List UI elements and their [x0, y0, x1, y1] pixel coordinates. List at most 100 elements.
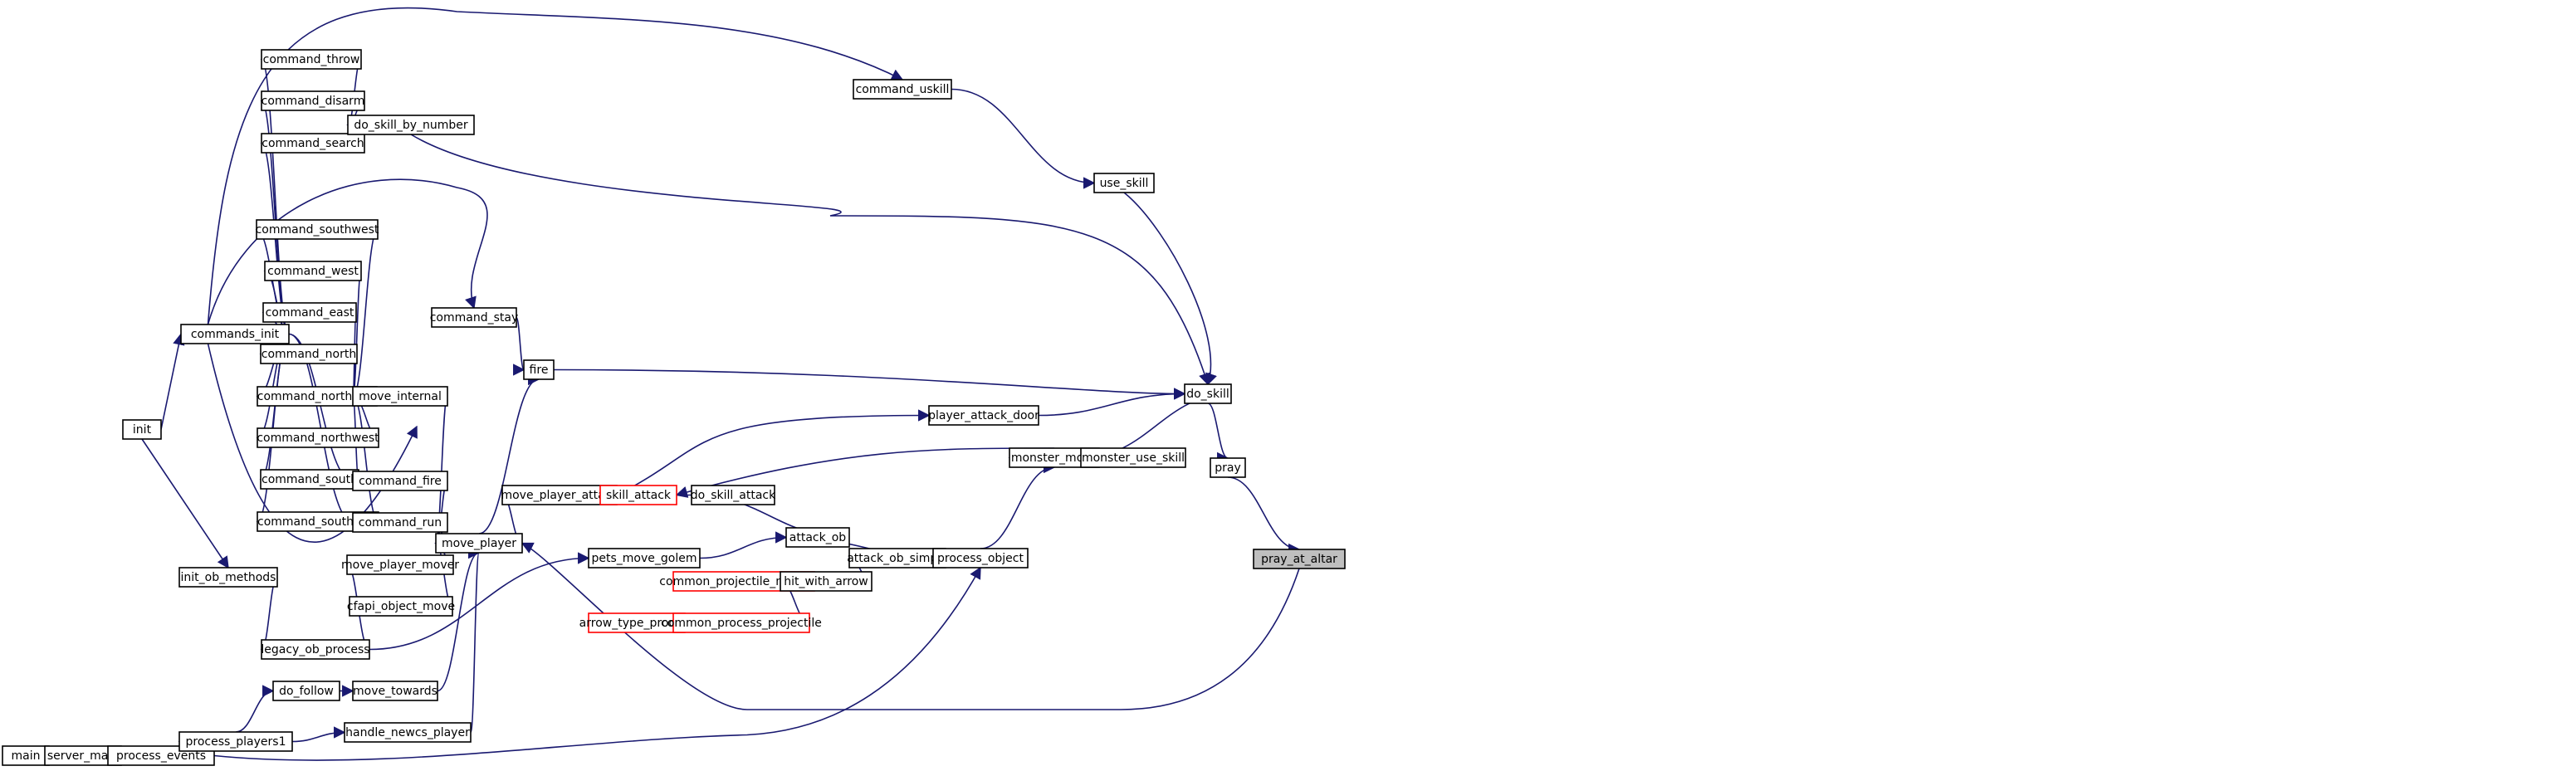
- edge-init-ob-methods-to-legacy-ob-process: [260, 576, 278, 656]
- node-label: skill_attack: [606, 489, 672, 502]
- node-fire[interactable]: fire: [523, 359, 555, 380]
- node-label: attack_ob_simple: [847, 552, 948, 565]
- edge-move-player-attack-to-player-attack-door: [616, 409, 931, 496]
- node-label: pray_at_altar: [1261, 553, 1337, 566]
- node-move-player[interactable]: move_player: [435, 533, 523, 554]
- node-label: command_search: [262, 137, 364, 150]
- edge-command-stay-to-fire: [512, 316, 525, 376]
- node-do-skill[interactable]: do_skill: [1184, 383, 1232, 404]
- node-init[interactable]: init: [122, 419, 162, 440]
- node-label: command_disarm: [262, 95, 365, 108]
- node-label: command_fire: [359, 475, 442, 488]
- node-label: commands_init: [191, 328, 280, 341]
- node-command-northwest[interactable]: command_northwest: [257, 427, 379, 448]
- node-label: process_events: [116, 749, 206, 763]
- node-command-throw[interactable]: command_throw: [261, 49, 362, 70]
- edge-command-uskill-to-use-skill: [951, 88, 1096, 189]
- node-label: common_process_projectile: [661, 617, 822, 630]
- node-legacy-ob-process[interactable]: legacy_ob_process: [261, 639, 370, 660]
- node-label: cfapi_object_move: [347, 600, 455, 613]
- node-label: move_towards: [353, 685, 437, 698]
- node-command-southwest[interactable]: command_southwest: [256, 219, 379, 240]
- function-nodes: main server_mainprocess_eventsprocess_pla…: [2, 49, 1346, 766]
- node-label: do_follow: [279, 685, 334, 698]
- node-command-south[interactable]: command_south: [260, 469, 359, 490]
- node-process-object[interactable]: process_object: [932, 548, 1029, 568]
- edge-pray-to-pray-at-altar: [1227, 476, 1301, 556]
- node-label: move_player_mover: [341, 559, 459, 572]
- edge-player-attack-door-to-do-skill: [1038, 388, 1186, 417]
- node-init-ob-methods[interactable]: init_ob_methods: [178, 567, 278, 588]
- node-command-stay[interactable]: command_stay: [430, 307, 519, 328]
- node-label: process_object: [937, 552, 1024, 565]
- node-common-process-projectile[interactable]: common_process_projectile: [661, 612, 822, 633]
- edge-process-players1-to-do-follow: [235, 685, 275, 733]
- node-label: do_skill_by_number: [354, 119, 468, 132]
- node-label: main: [12, 749, 41, 763]
- node-attack-ob[interactable]: attack_ob: [785, 527, 850, 548]
- node-pray-at-altar[interactable]: pray_at_altar: [1253, 549, 1346, 569]
- node-pray[interactable]: pray: [1210, 457, 1246, 478]
- node-label: pray: [1215, 461, 1241, 475]
- node-label: fire: [530, 364, 549, 377]
- node-label: attack_ob: [789, 531, 847, 544]
- node-label: player_attack_door: [928, 409, 1039, 422]
- node-label: command_west: [267, 265, 359, 278]
- node-command-fire[interactable]: command_fire: [352, 471, 448, 491]
- node-command-run[interactable]: command_run: [352, 512, 448, 533]
- edge-monster-move-to-skill-attack: [675, 447, 1055, 498]
- edge-commands-init-to-command-stay: [207, 178, 488, 325]
- node-use-skill[interactable]: use_skill: [1093, 173, 1155, 193]
- node-command-northeast[interactable]: command_northeast: [257, 386, 378, 407]
- node-label: command_southeast: [257, 515, 379, 529]
- edge-legacy-ob-process-to-pets-move-golem: [369, 552, 590, 651]
- node-server-main[interactable]: server_main: [44, 745, 122, 766]
- node-skill-attack[interactable]: skill_attack: [599, 485, 677, 505]
- node-hit-with-arrow[interactable]: hit_with_arrow: [780, 571, 873, 592]
- edge-init-to-commands-init: [160, 333, 185, 430]
- node-process-players1[interactable]: process_players1: [178, 731, 293, 752]
- node-cfapi-object-move[interactable]: cfapi_object_move: [347, 596, 455, 617]
- node-command-east[interactable]: command_east: [262, 302, 357, 323]
- node-label: init_ob_methods: [181, 571, 276, 584]
- edge-init-to-init-ob-methods: [141, 438, 229, 569]
- node-handle-newcs-player[interactable]: handle_newcs_player: [344, 722, 472, 743]
- node-label: do_skill: [1186, 388, 1229, 401]
- node-attack-ob-simple[interactable]: attack_ob_simple: [847, 548, 948, 568]
- node-command-north[interactable]: command_north: [260, 344, 358, 364]
- node-move-internal[interactable]: move_internal: [352, 386, 448, 407]
- node-pets-move-golem[interactable]: pets_move_golem: [588, 548, 701, 568]
- node-label: process_players1: [185, 735, 286, 749]
- node-do-follow[interactable]: do_follow: [272, 681, 340, 701]
- node-label: command_east: [266, 306, 354, 320]
- node-main[interactable]: main: [2, 745, 50, 766]
- node-monster-move[interactable]: monster_move: [1009, 447, 1100, 468]
- node-move-towards[interactable]: move_towards: [352, 681, 438, 701]
- node-do-skill-attack[interactable]: do_skill_attack: [691, 485, 776, 505]
- node-move-player-attack[interactable]: move_player_attack: [501, 485, 618, 505]
- node-command-southeast[interactable]: command_southeast: [257, 511, 379, 532]
- node-label: move_player_attack: [501, 489, 618, 502]
- node-command-search[interactable]: command_search: [261, 133, 365, 154]
- edge-pets-move-golem-to-attack-ob: [699, 531, 788, 559]
- node-label: command_southwest: [256, 223, 379, 237]
- node-label: init: [133, 423, 152, 437]
- node-label: server_main: [47, 749, 119, 763]
- node-label: command_north: [262, 348, 356, 361]
- node-move-player-mover[interactable]: move_player_mover: [341, 554, 459, 575]
- edge-do-skill-to-pray: [1207, 403, 1229, 465]
- node-label: do_skill_attack: [691, 489, 776, 502]
- node-label: move_player: [442, 537, 516, 550]
- node-player-attack-door[interactable]: player_attack_door: [928, 405, 1039, 426]
- node-label: command_northwest: [257, 432, 379, 445]
- node-commands-init[interactable]: commands_init: [180, 324, 290, 344]
- node-command-west[interactable]: command_west: [264, 261, 362, 281]
- edge-process-players1-to-handle-newcs-player: [291, 726, 346, 743]
- node-do-skill-by-number[interactable]: do_skill_by_number: [347, 115, 475, 135]
- node-label: arrow_type_process: [579, 617, 695, 630]
- node-command-disarm[interactable]: command_disarm: [261, 90, 365, 111]
- node-monster-use-skill[interactable]: monster_use_skill: [1080, 447, 1186, 468]
- node-command-uskill[interactable]: command_uskill: [853, 79, 952, 100]
- edge-commands-init-to-move-internal: [207, 343, 418, 543]
